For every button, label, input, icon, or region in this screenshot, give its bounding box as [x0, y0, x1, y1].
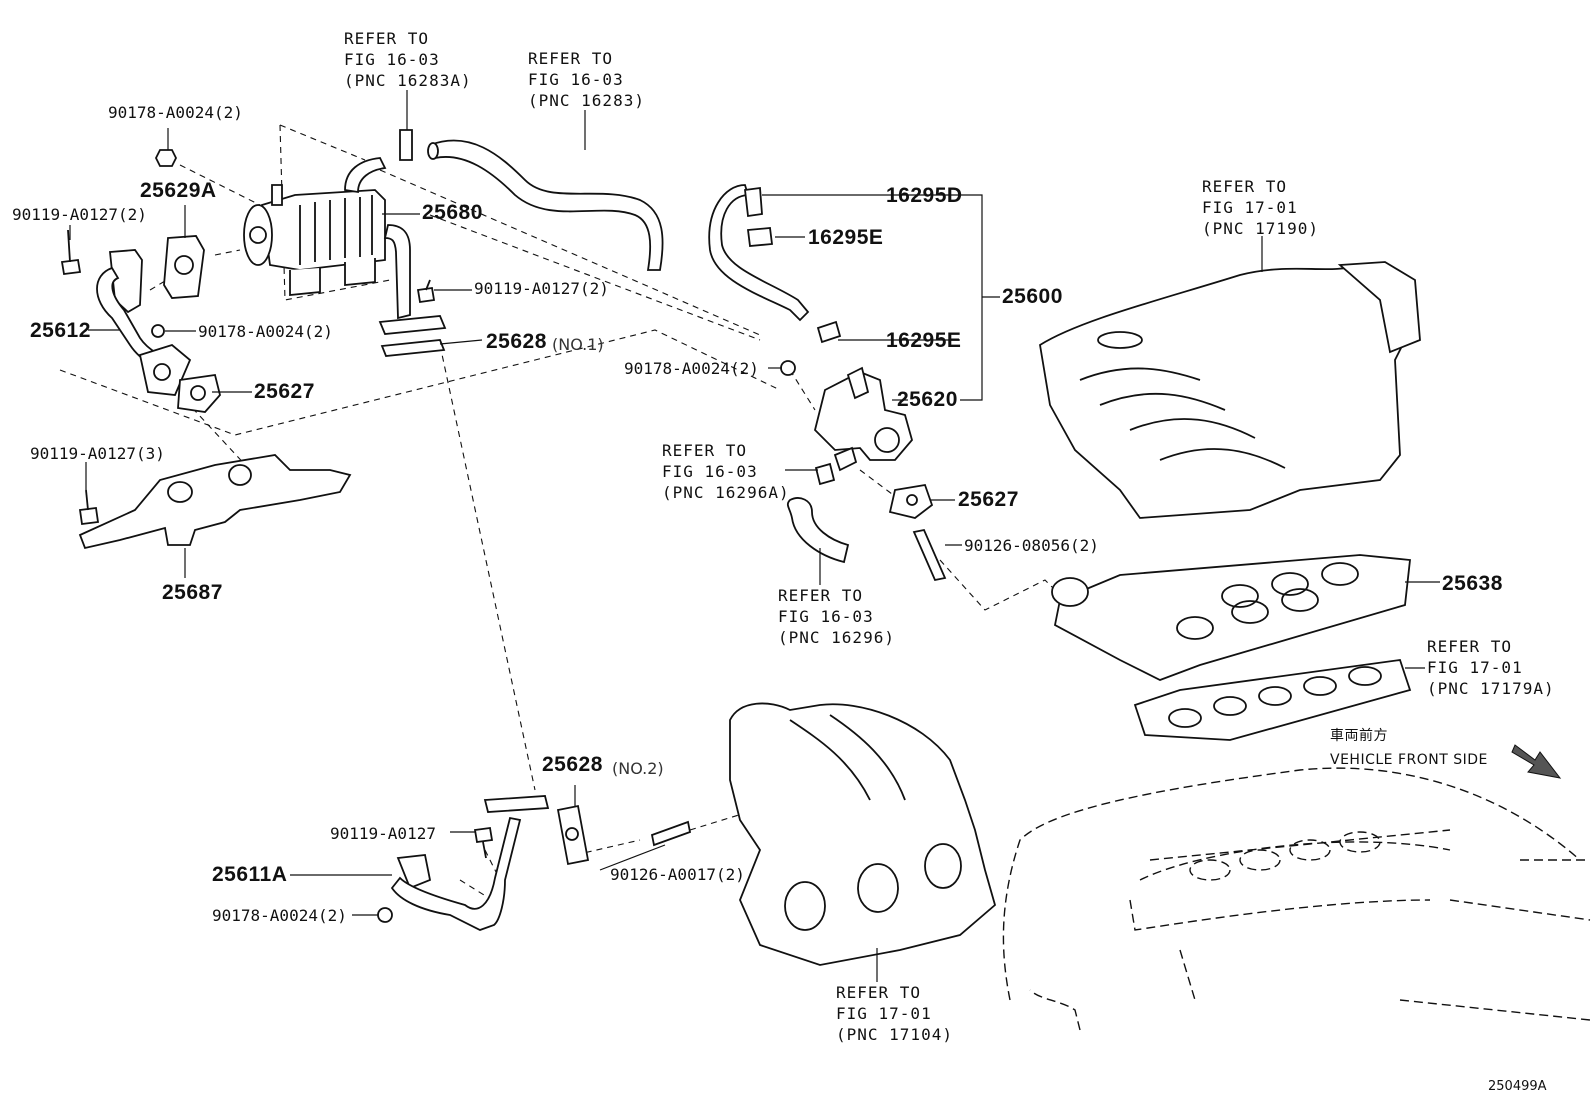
part-25611A: 25611A — [212, 863, 288, 886]
gasket-25627-left — [177, 373, 221, 413]
part-16295E-b: 16295E — [886, 329, 962, 352]
hose-16296 — [787, 497, 850, 564]
part-90178-A0024-mid: 90178-A0024(2) — [198, 322, 333, 341]
part-90119-A0127-single: 90119-A0127 — [330, 824, 436, 843]
refer-fig16-03-pnc16296: REFER TO FIG 16-03 (PNC 16296) — [778, 586, 895, 647]
egr-valve-25620 — [814, 366, 913, 486]
refer-fig16-03-pnc16296A: REFER TO FIG 16-03 (PNC 16296A) — [662, 441, 790, 502]
intake-manifold — [1039, 261, 1421, 519]
part-25612: 25612 — [30, 319, 91, 342]
exhaust-manifold — [729, 702, 997, 966]
refer-fig17-01-pnc17190: REFER TO FIG 17-01 (PNC 17190) — [1202, 177, 1319, 238]
part-90126-A0017: 90126-A0017(2) — [610, 865, 745, 884]
part-25628-no2: 25628 — [542, 753, 603, 776]
egr-cooler — [243, 157, 447, 335]
engine-ports — [1189, 831, 1381, 881]
part-25600: 25600 — [1002, 285, 1063, 308]
gasket-25628-no1 — [380, 339, 446, 357]
refer-fig16-03-pnc16283A: REFER TO FIG 16-03 (PNC 16283A) — [344, 29, 472, 90]
part-25629A: 25629A — [140, 179, 217, 202]
vehicle-front-en: VEHICLE FRONT SIDE — [1330, 752, 1488, 768]
part-16295D: 16295D — [886, 184, 963, 207]
hose-16283 — [399, 129, 664, 271]
fasteners — [60, 149, 947, 923]
vehicle-front-jp: 車両前方 — [1330, 728, 1388, 744]
bracket-25687 — [78, 454, 352, 550]
part-25620: 25620 — [897, 388, 958, 411]
refer-fig16-03-pnc16283: REFER TO FIG 16-03 (PNC 16283) — [528, 49, 645, 110]
engine-outline — [1002, 767, 1591, 1031]
part-25627-left: 25627 — [254, 380, 315, 403]
part-25687: 25687 — [162, 581, 223, 604]
gasket-17179A — [1133, 659, 1412, 741]
refer-fig17-01-pnc17179A: REFER TO FIG 17-01 (PNC 17179A) — [1427, 637, 1555, 698]
part-25680: 25680 — [422, 201, 483, 224]
part-90126-08056: 90126-08056(2) — [964, 536, 1099, 555]
intake-plate-25638 — [1051, 554, 1411, 681]
note-no1: (NO.1) — [552, 335, 604, 354]
note-no2: (NO.2) — [612, 759, 664, 778]
hose-16295D — [708, 184, 842, 344]
leader-lines — [69, 90, 1440, 982]
gasket-25629A — [163, 235, 205, 299]
part-90178-A0024-top: 90178-A0024(2) — [108, 103, 243, 122]
pipe-25611A — [390, 795, 550, 931]
part-90119-A0127-2a: 90119-A0127(2) — [12, 205, 147, 224]
part-90178-A0024-bottom: 90178-A0024(2) — [212, 906, 347, 925]
vehicle-front-arrow — [1511, 744, 1562, 779]
part-25638: 25638 — [1442, 572, 1503, 595]
gasket-25627-right — [888, 483, 934, 519]
part-90119-A0127-3: 90119-A0127(3) — [30, 444, 165, 463]
part-25627-right: 25627 — [958, 488, 1019, 511]
part-90178-A0024-right: 90178-A0024(2) — [624, 359, 759, 378]
diagram-id: 250499A — [1488, 1079, 1547, 1094]
pipe-25612 — [96, 249, 192, 396]
part-25628-no1: 25628 — [486, 330, 547, 353]
refer-fig17-01-pnc17104: REFER TO FIG 17-01 (PNC 17104) — [836, 983, 953, 1044]
gasket-25628-no2 — [556, 804, 590, 866]
part-90119-A0127-2b: 90119-A0127(2) — [474, 279, 609, 298]
part-16295E-a: 16295E — [808, 226, 884, 249]
